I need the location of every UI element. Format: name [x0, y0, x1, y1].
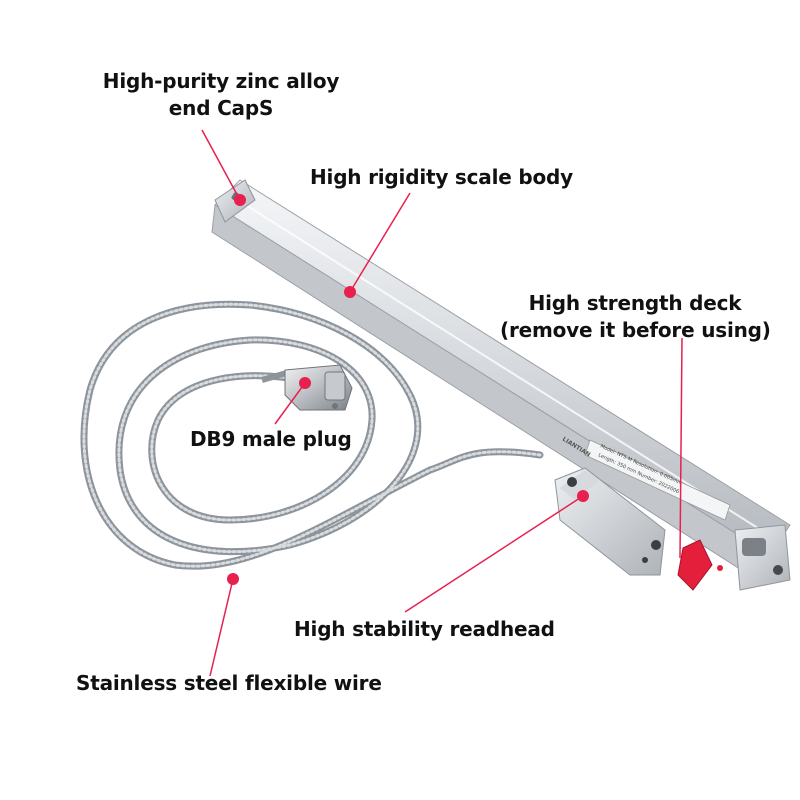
readhead-marker	[577, 490, 589, 502]
deck-leader	[679, 337, 683, 559]
end-caps-label-line2: end CapS	[168, 96, 274, 120]
deck-label-line2: (remove it before using)	[500, 318, 771, 342]
wire-label: Stainless steel flexible wire	[76, 671, 382, 695]
red-deck	[677, 539, 723, 591]
db9-male-plug	[261, 364, 353, 411]
wire-leader	[209, 578, 234, 677]
deck-callout: High strength deck (remove it before usi…	[500, 290, 771, 344]
callout-markers	[227, 194, 589, 585]
wire-marker	[227, 573, 239, 585]
end-caps-leader	[201, 129, 241, 201]
leader-lines	[201, 129, 683, 677]
scale-body-marker	[344, 286, 356, 298]
plug-leader	[274, 382, 306, 425]
readhead-leader	[404, 495, 584, 613]
scale-body-leader	[349, 192, 411, 293]
scale-body-label: High rigidity scale body	[310, 165, 573, 189]
scale-body	[211, 179, 791, 591]
plug-label: DB9 male plug	[190, 427, 352, 451]
readhead-label: High stability readhead	[294, 617, 555, 641]
end-caps-marker	[234, 194, 246, 206]
plug-marker	[299, 377, 311, 389]
end-caps-label-line1: High-purity zinc alloy	[102, 69, 340, 93]
end-caps-callout: High-purity zinc alloy end CapS	[86, 68, 356, 122]
deck-label-line1: High strength deck	[528, 291, 742, 315]
